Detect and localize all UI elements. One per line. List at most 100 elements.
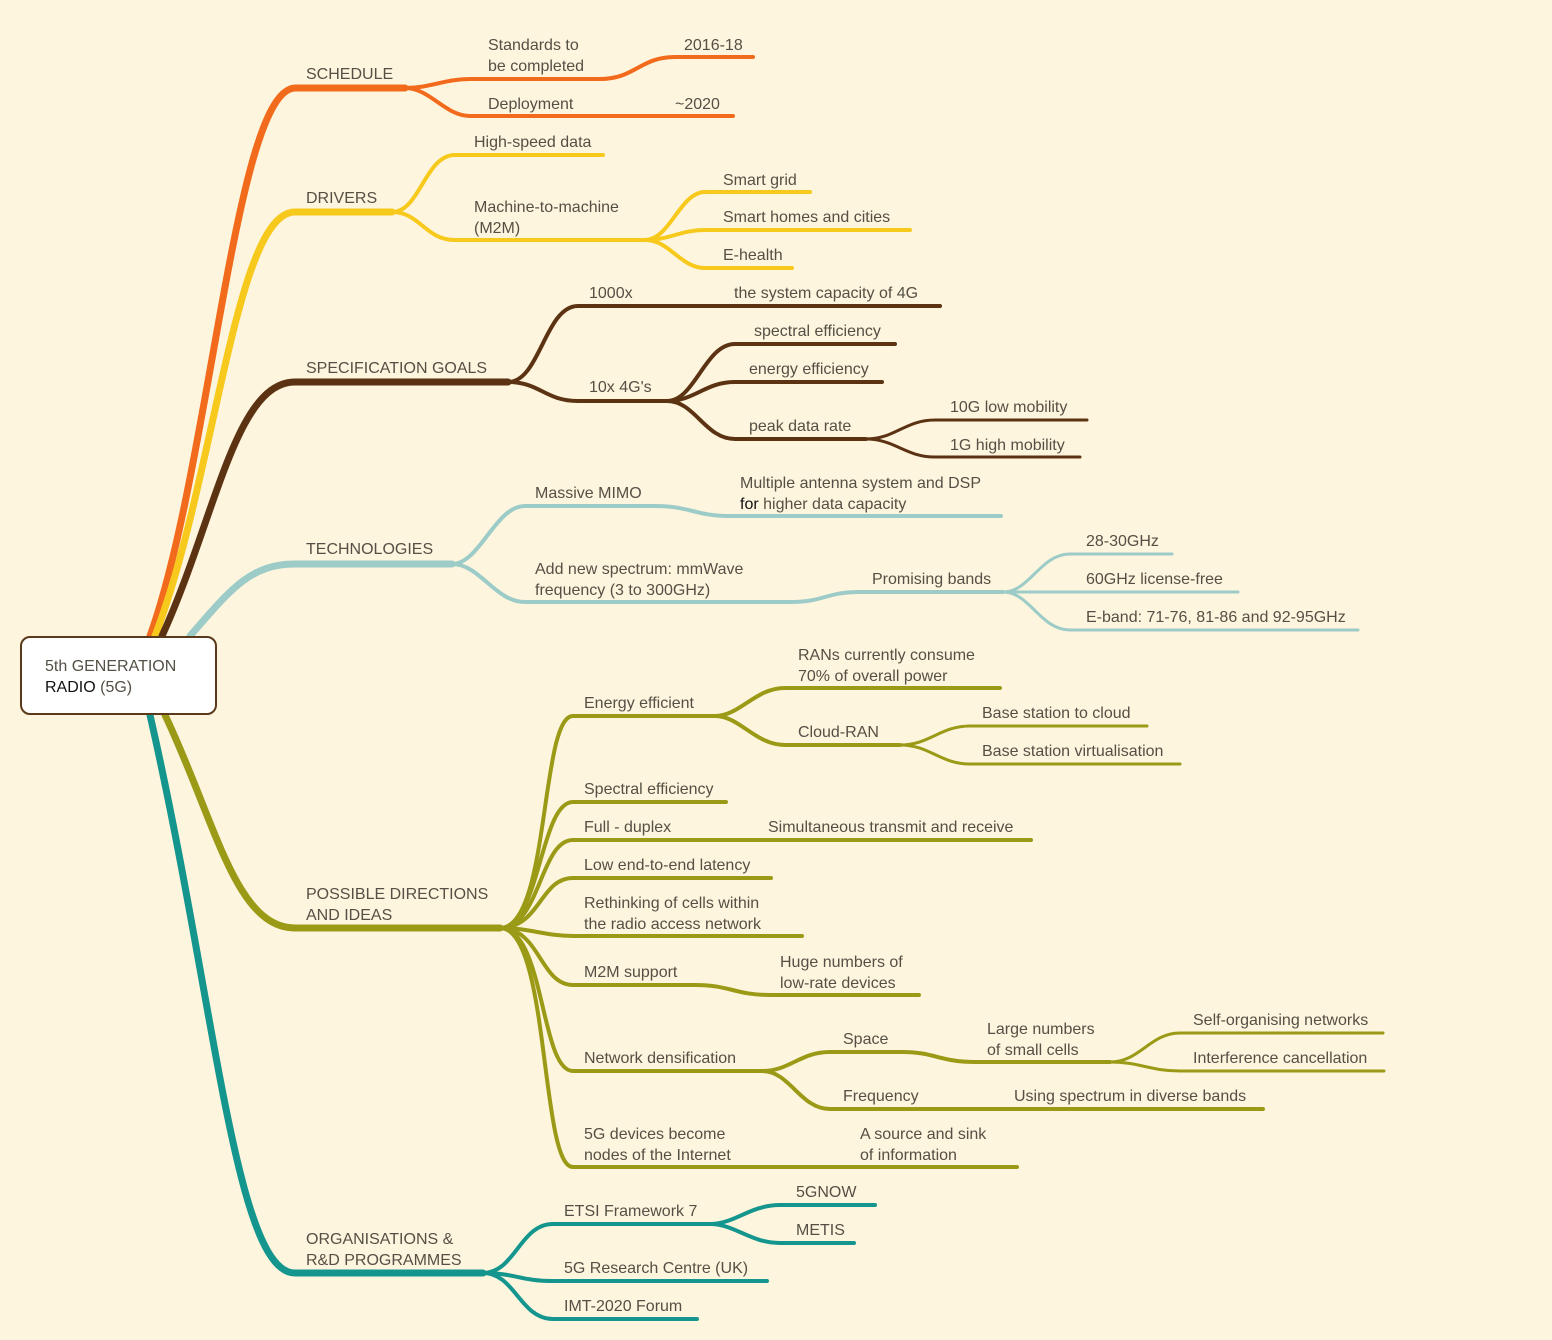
connector-band-3 bbox=[1001, 590, 1360, 632]
connector-frequency bbox=[760, 1069, 1265, 1111]
node-devices-value[interactable]: A source and sink of information bbox=[860, 1126, 987, 1164]
node-densification[interactable]: Network densification bbox=[584, 1050, 737, 1067]
node-spectral-efficiency[interactable]: Spectral efficiency bbox=[584, 781, 714, 798]
root-label: 5th GENERATION RADIO (5G) bbox=[45, 658, 177, 696]
node-son[interactable]: Self-organising networks bbox=[1193, 1012, 1369, 1029]
connector-root-drivers bbox=[151, 208, 396, 640]
node-10g[interactable]: 10G low mobility bbox=[950, 399, 1068, 416]
node-interference[interactable]: Interference cancellation bbox=[1193, 1050, 1368, 1067]
connector-bs-virtual bbox=[898, 743, 1182, 766]
node-rethinking[interactable]: Rethinking of cells within the radio acc… bbox=[584, 895, 761, 933]
node-small-cells[interactable]: Large numbers of small cells bbox=[987, 1021, 1095, 1059]
branch-schedule-lines bbox=[146, 55, 755, 640]
node-m2m[interactable]: Machine-to-machine (M2M) bbox=[474, 199, 619, 237]
node-imt[interactable]: IMT-2020 Forum bbox=[564, 1298, 683, 1315]
node-full-duplex[interactable]: Full - duplex bbox=[584, 819, 672, 836]
node-mimo-desc[interactable]: Multiple antenna system and DSP for high… bbox=[740, 475, 982, 513]
connector-high-speed bbox=[390, 153, 605, 214]
branch-specification-lines bbox=[158, 304, 1089, 640]
node-m2m-value[interactable]: Huge numbers of low-rate devices bbox=[780, 954, 903, 992]
node-capacity-value[interactable]: the system capacity of 4G bbox=[734, 285, 919, 302]
node-1g[interactable]: 1G high mobility bbox=[950, 437, 1065, 454]
connector-cloud-ran bbox=[713, 714, 902, 747]
connector-peak-rate bbox=[665, 399, 868, 441]
node-directions[interactable]: POSSIBLE DIRECTIONS AND IDEAS bbox=[306, 886, 489, 924]
node-frequency-value[interactable]: Using spectrum in diverse bands bbox=[1014, 1088, 1247, 1105]
node-deployment[interactable]: Deployment bbox=[488, 96, 574, 113]
branch-directions-lines bbox=[161, 686, 1386, 1169]
node-e-health[interactable]: E-health bbox=[723, 247, 783, 264]
node-peak-rate[interactable]: peak data rate bbox=[749, 418, 852, 435]
connector-root-organisations bbox=[146, 711, 487, 1277]
node-devices[interactable]: 5G devices become nodes of the Internet bbox=[584, 1126, 731, 1164]
connector-root-directions bbox=[161, 711, 504, 932]
connector-imt bbox=[481, 1271, 699, 1321]
connector-e-health bbox=[643, 238, 794, 270]
node-mimo[interactable]: Massive MIMO bbox=[535, 485, 642, 502]
connector-full-duplex bbox=[498, 838, 1033, 930]
connector-etsi bbox=[481, 1222, 712, 1275]
connector-10x bbox=[506, 380, 669, 403]
connector-smart-homes bbox=[643, 228, 912, 242]
connector-mimo bbox=[450, 504, 1003, 566]
connector-son bbox=[1108, 1031, 1385, 1064]
connector-metis bbox=[708, 1222, 856, 1245]
node-frequency[interactable]: Frequency bbox=[843, 1088, 919, 1105]
connector-root-specification bbox=[158, 378, 512, 640]
connector-1g bbox=[864, 437, 1082, 459]
connector-interference bbox=[1108, 1060, 1386, 1073]
connector-energy-eff bbox=[665, 380, 884, 403]
node-smart-homes[interactable]: Smart homes and cities bbox=[723, 209, 891, 226]
node-energy-eff[interactable]: energy efficiency bbox=[749, 361, 869, 378]
connector-5gnow bbox=[708, 1203, 877, 1226]
branch-organisations-lines bbox=[146, 711, 877, 1321]
node-5gnow[interactable]: 5GNOW bbox=[796, 1184, 857, 1201]
node-energy-efficient[interactable]: Energy efficient bbox=[584, 695, 694, 712]
connector-spectrum bbox=[450, 562, 1005, 604]
node-metis[interactable]: METIS bbox=[796, 1222, 845, 1239]
node-bs-virtual[interactable]: Base station virtualisation bbox=[982, 743, 1164, 760]
connector-m2m-support bbox=[498, 926, 921, 997]
node-technologies[interactable]: TECHNOLOGIES bbox=[306, 541, 434, 558]
node-rans[interactable]: RANs currently consume 70% of overall po… bbox=[798, 647, 975, 685]
node-10x[interactable]: 10x 4G's bbox=[589, 379, 652, 396]
node-research[interactable]: 5G Research Centre (UK) bbox=[564, 1260, 749, 1277]
connector-standards bbox=[403, 55, 755, 90]
node-band-28[interactable]: 28-30GHz bbox=[1086, 533, 1159, 550]
connector-root-schedule bbox=[146, 84, 409, 640]
node-deployment-value[interactable]: ~2020 bbox=[675, 96, 720, 113]
node-bs-cloud[interactable]: Base station to cloud bbox=[982, 705, 1131, 722]
connector-root-technologies bbox=[186, 560, 456, 640]
node-drivers[interactable]: DRIVERS bbox=[306, 190, 378, 207]
node-organisations[interactable]: ORGANISATIONS & R&D PROGRAMMES bbox=[306, 1231, 462, 1269]
node-cloud-ran[interactable]: Cloud-RAN bbox=[798, 724, 879, 741]
node-duplex-value[interactable]: Simultaneous transmit and receive bbox=[768, 819, 1014, 836]
branch-drivers-lines bbox=[151, 153, 912, 640]
node-band-e[interactable]: E-band: 71-76, 81-86 and 92-95GHz bbox=[1086, 609, 1346, 626]
branch-technologies-lines bbox=[186, 504, 1360, 640]
node-1000x[interactable]: 1000x bbox=[589, 285, 633, 302]
connector-1000x bbox=[506, 304, 942, 384]
node-bands[interactable]: Promising bands bbox=[872, 571, 992, 588]
node-space[interactable]: Space bbox=[843, 1031, 889, 1048]
connector-latency bbox=[498, 876, 773, 930]
node-smart-grid[interactable]: Smart grid bbox=[723, 172, 797, 189]
node-standards[interactable]: Standards to be completed bbox=[488, 37, 585, 75]
node-schedule[interactable]: SCHEDULE bbox=[306, 66, 394, 83]
connector-band-1 bbox=[1001, 552, 1174, 594]
connector-space bbox=[760, 1050, 1112, 1073]
connector-deployment bbox=[403, 86, 735, 118]
node-spectrum[interactable]: Add new spectrum: mmWave frequency (3 to… bbox=[535, 561, 744, 599]
node-standards-value[interactable]: 2016-18 bbox=[684, 37, 743, 54]
root-node[interactable]: 5th GENERATION RADIO (5G) bbox=[20, 636, 217, 715]
node-latency[interactable]: Low end-to-end latency bbox=[584, 857, 751, 874]
node-high-speed[interactable]: High-speed data bbox=[474, 134, 592, 151]
node-band-60[interactable]: 60GHz license-free bbox=[1086, 571, 1223, 588]
connector-devices bbox=[498, 926, 1019, 1169]
node-etsi[interactable]: ETSI Framework 7 bbox=[564, 1203, 698, 1220]
connector-m2m bbox=[390, 210, 647, 242]
node-m2m-support[interactable]: M2M support bbox=[584, 964, 678, 981]
node-spectral-eff[interactable]: spectral efficiency bbox=[754, 323, 881, 340]
node-specification[interactable]: SPECIFICATION GOALS bbox=[306, 360, 488, 377]
